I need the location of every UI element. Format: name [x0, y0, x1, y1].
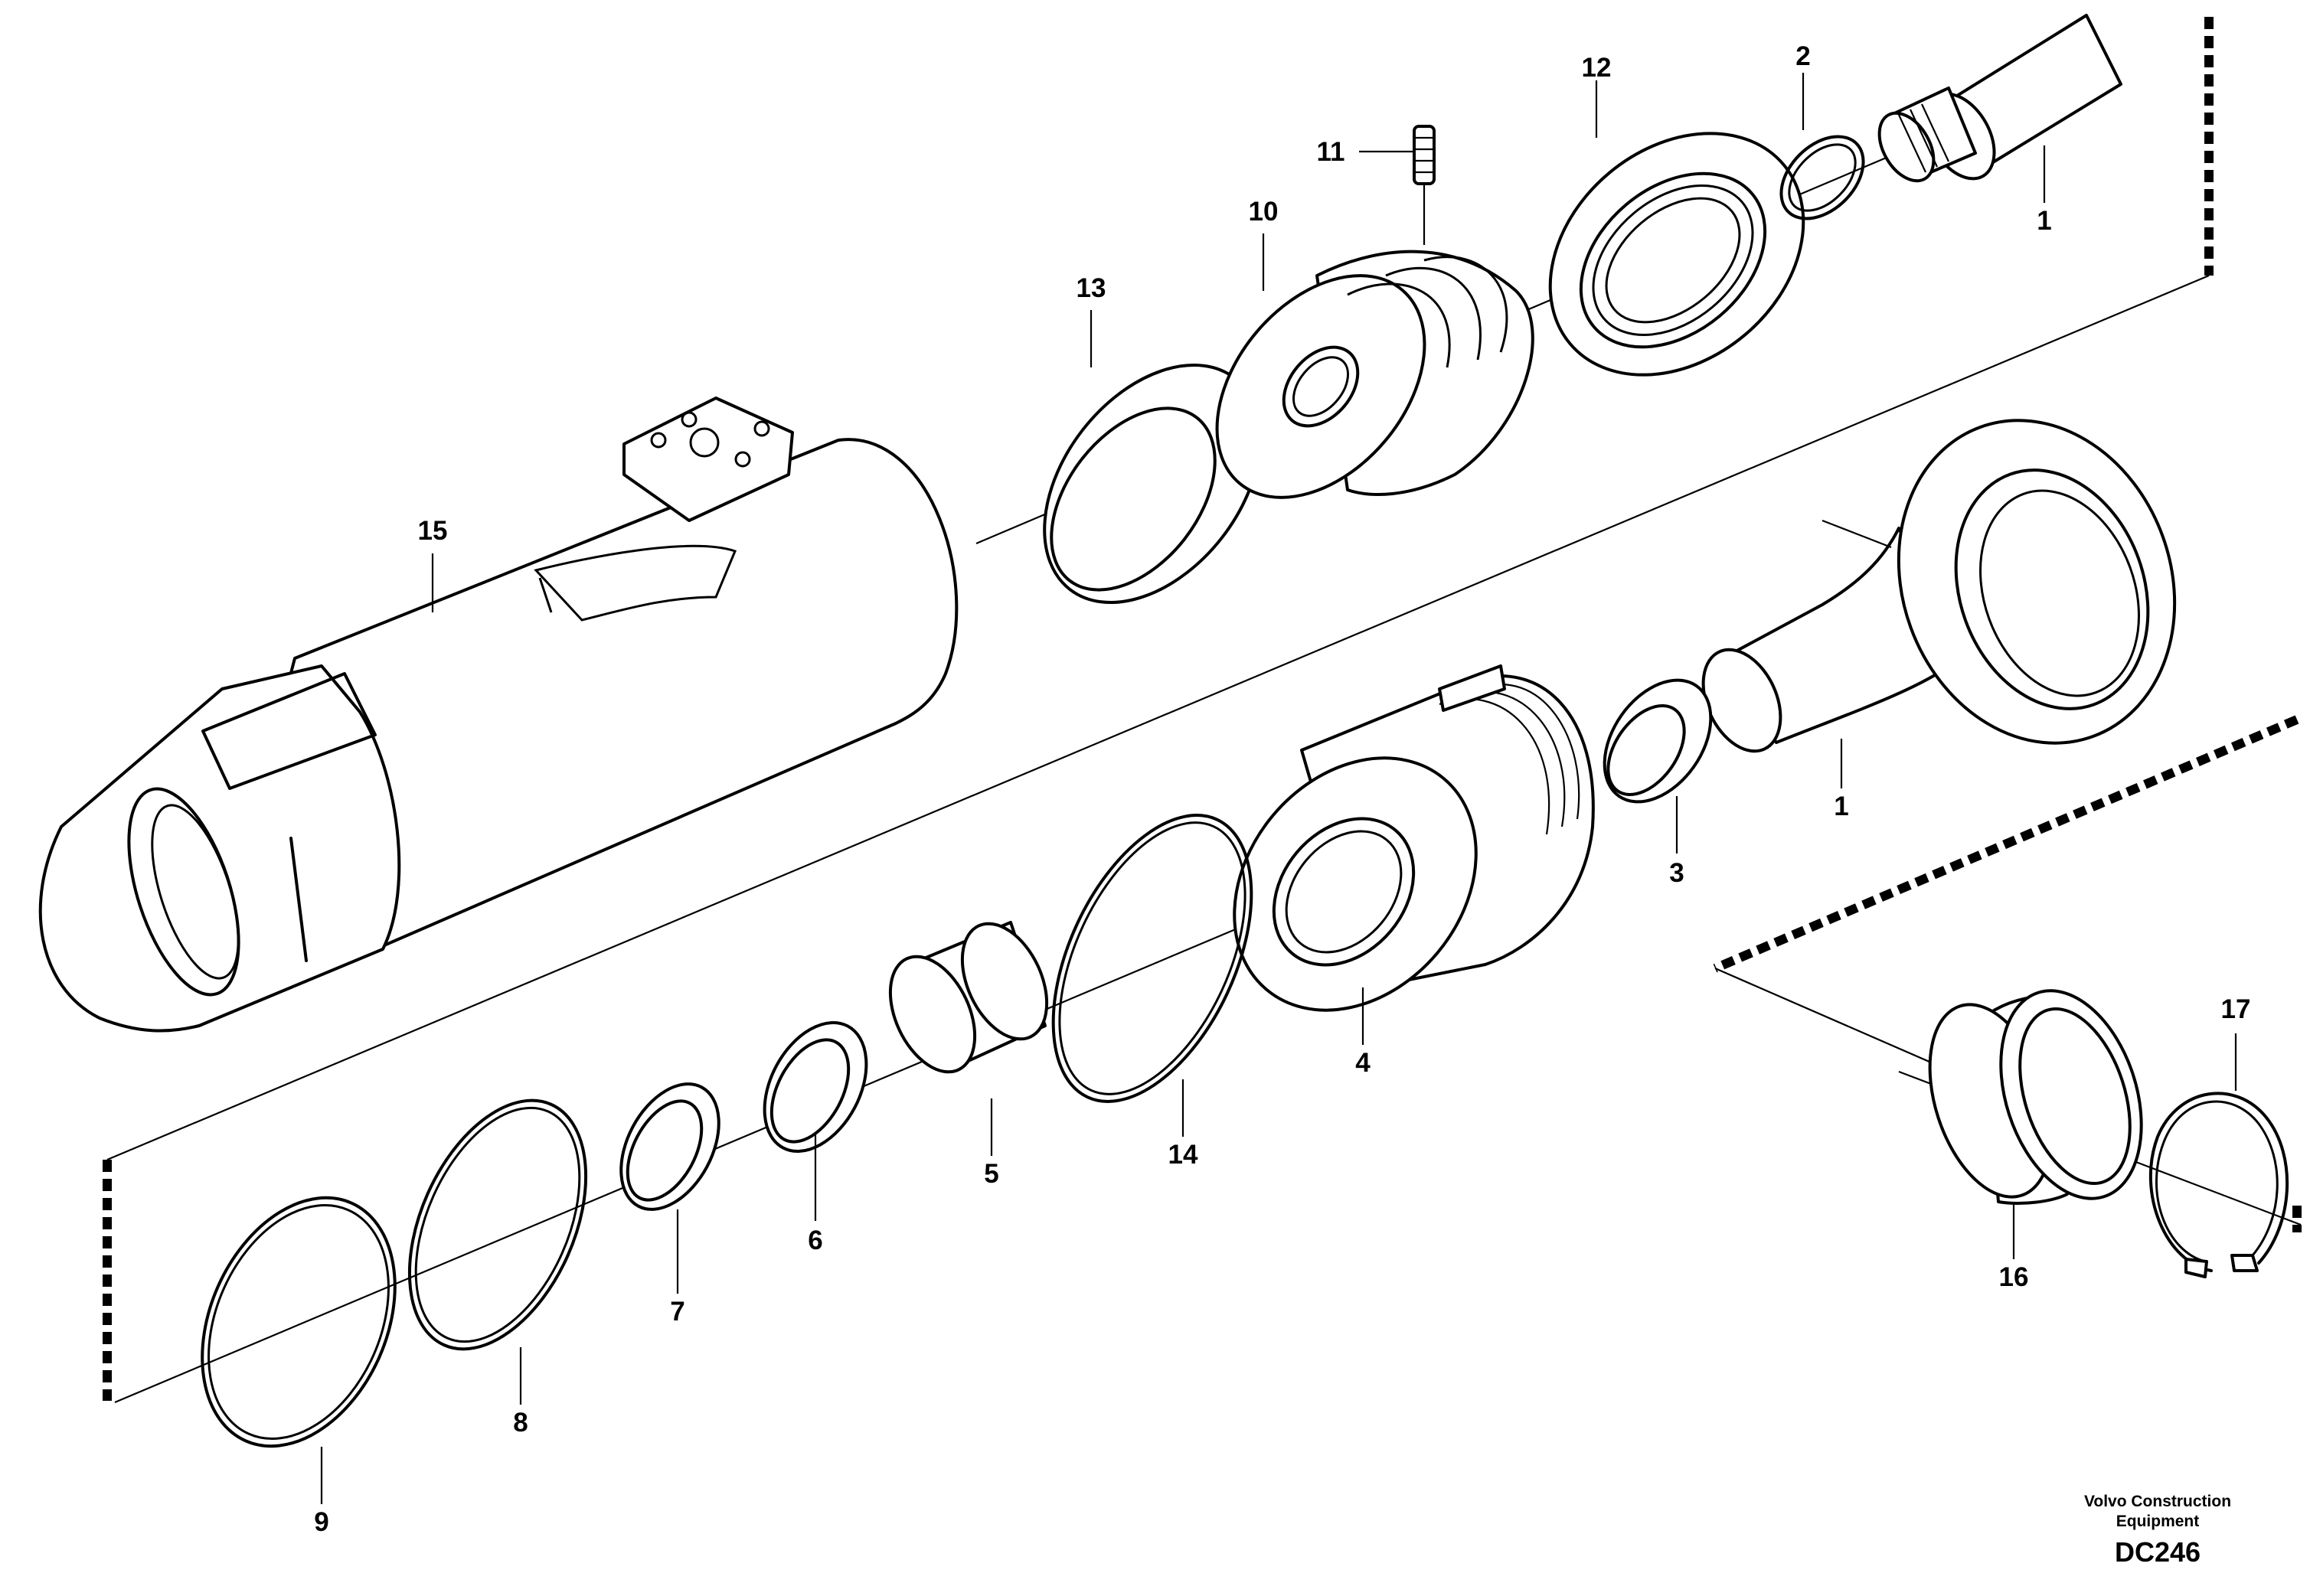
guide-ring-13	[1043, 363, 1262, 605]
callout-3: 3	[1669, 858, 1684, 888]
cylinder-tube	[38, 397, 959, 1033]
callout-6: 6	[808, 1226, 822, 1255]
o-ring-14	[1051, 814, 1253, 1103]
callout-17: 17	[2221, 994, 2251, 1024]
caption-company-line2: Equipment	[2116, 1513, 2200, 1530]
seal-7	[619, 1082, 720, 1211]
callout-5: 5	[984, 1159, 998, 1189]
callout-8: 8	[513, 1408, 528, 1438]
callout-9: 9	[314, 1507, 328, 1537]
callout-15: 15	[418, 516, 448, 546]
caption: Volvo Construction Equipment DC246	[2084, 1493, 2231, 1568]
piston-10	[1215, 250, 1534, 499]
leader-lines	[320, 73, 2237, 1504]
callouts: 15 13 10 11 12 2 1 1 3 4 14 5 6 7 8 9 16…	[314, 41, 2250, 1537]
set-screw-11	[1413, 125, 1436, 245]
wiper-ring-3	[1603, 678, 1713, 804]
callout-10: 10	[1249, 197, 1279, 227]
piston-rod-upper	[1877, 14, 2122, 183]
callout-1-upper: 1	[2037, 206, 2051, 236]
upper-group-bracket	[103, 17, 2214, 1401]
o-ring-2	[1779, 135, 1865, 220]
piston-rod-eye	[1701, 419, 2177, 753]
callout-1-lower: 1	[1834, 791, 1848, 821]
ring-8	[407, 1098, 588, 1351]
ring-9	[201, 1196, 397, 1448]
seal-6	[763, 1020, 868, 1154]
callout-13: 13	[1077, 273, 1106, 303]
callout-7: 7	[670, 1297, 685, 1327]
bushing-12	[1548, 132, 1805, 377]
bushing-5	[888, 921, 1049, 1074]
callout-14: 14	[1168, 1140, 1198, 1170]
callout-11: 11	[1317, 137, 1345, 167]
cylinder-head-4	[1233, 664, 1595, 1012]
callout-4: 4	[1355, 1048, 1371, 1078]
callout-2: 2	[1795, 41, 1810, 71]
callout-16: 16	[1999, 1262, 2029, 1292]
callout-12: 12	[1582, 53, 1612, 83]
lower-group-bracket	[1713, 715, 2302, 1232]
caption-drawing-code: DC246	[2115, 1536, 2201, 1568]
caption-company: Volvo Construction	[2084, 1493, 2231, 1510]
bushing-16	[1928, 989, 2143, 1205]
circlip-17	[2148, 1092, 2289, 1278]
